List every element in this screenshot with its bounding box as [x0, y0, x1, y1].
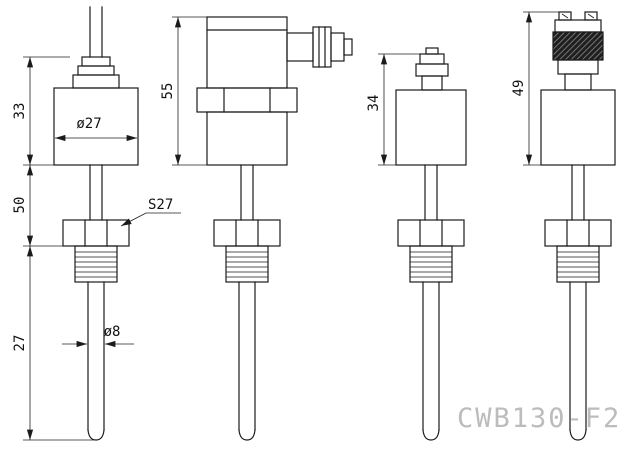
- dim-probe-diameter-label: ø8: [104, 324, 121, 340]
- knurled-ring: [552, 31, 604, 61]
- probe-tube: [569, 281, 587, 441]
- dimension-height: 49: [511, 11, 559, 166]
- connection-head: [53, 87, 139, 166]
- cable-gland: [72, 56, 120, 89]
- dim-wrench-size: S27: [120, 197, 181, 227]
- neck-tube: [424, 164, 438, 221]
- dim-head-height-33: 33: [12, 103, 28, 120]
- dim-neck-length-50: 50: [12, 197, 28, 214]
- probe-tube: [238, 281, 256, 441]
- hex-nut: [213, 219, 281, 247]
- cap-screws: [558, 11, 598, 21]
- hex-nut: [544, 219, 612, 247]
- neck-tube: [571, 164, 585, 221]
- connection-head: [206, 111, 288, 166]
- thread-section: [556, 245, 600, 283]
- dim-insertion-length-27: 27: [12, 335, 28, 352]
- probe-tube: [87, 281, 105, 441]
- hex-nut: [397, 219, 465, 247]
- din-connector: [206, 16, 353, 89]
- plug-connector: [415, 47, 449, 91]
- dim-head-diameter-label: ø27: [76, 116, 101, 132]
- watermark-model-code: CWB130-F2: [457, 403, 621, 434]
- dimension-chain: 33 50 27: [12, 56, 98, 441]
- dim-probe-diameter: ø8: [62, 324, 134, 348]
- bayonet-cap: [552, 19, 604, 91]
- view-din-connector-version: 55: [160, 16, 353, 441]
- neck-tube: [89, 164, 103, 221]
- connection-head: [395, 89, 467, 166]
- thread-section: [74, 245, 118, 283]
- dim-head-diameter: ø27: [55, 116, 137, 142]
- cable: [89, 6, 103, 58]
- dim-head-height-49: 49: [511, 80, 527, 97]
- thread-section: [409, 245, 453, 283]
- view-plug-connector-version: 34: [366, 47, 467, 441]
- dimension-height: 34: [366, 53, 420, 166]
- hex-nut: [62, 219, 130, 247]
- dimension-height: 55: [160, 16, 207, 166]
- dim-head-height-55: 55: [160, 83, 176, 100]
- dim-head-height-34: 34: [366, 95, 382, 112]
- neck-tube: [240, 164, 254, 221]
- view-cable-version: 33 50 27 ø27 S27 ø8: [12, 6, 181, 441]
- view-bayonet-connector-version: 49: [511, 11, 616, 441]
- probe-tube: [422, 281, 440, 441]
- connection-head: [540, 89, 616, 166]
- hex-flange: [196, 87, 298, 113]
- dim-wrench-size-label: S27: [148, 197, 173, 213]
- thread-section: [225, 245, 269, 283]
